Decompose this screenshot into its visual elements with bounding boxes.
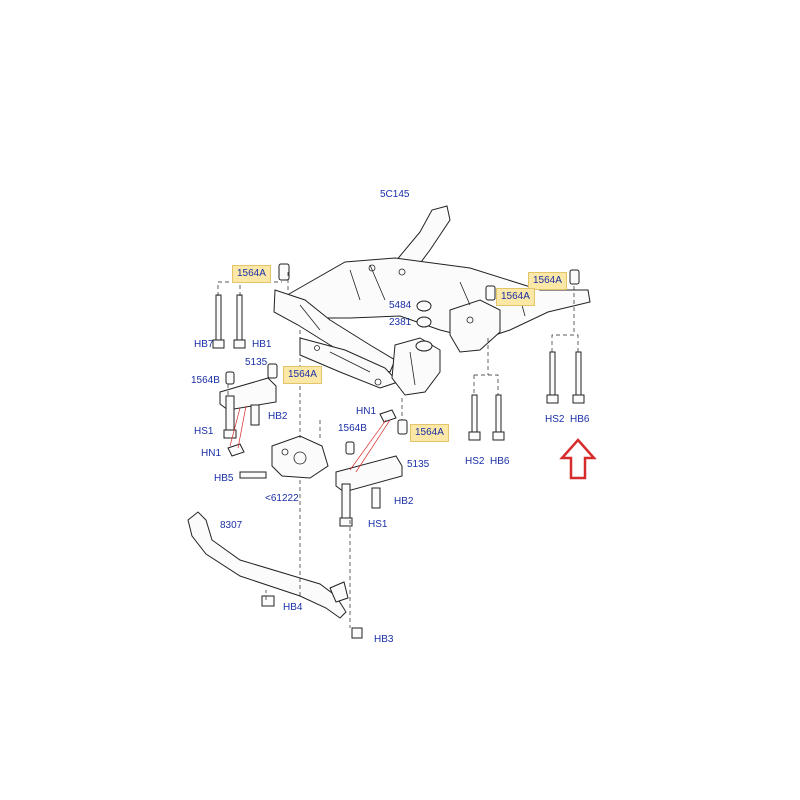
right-mount-bracket <box>335 409 403 527</box>
label-61222: <61222 <box>265 493 299 504</box>
label-1564a: 1564A <box>496 288 535 306</box>
label-hb6: HB6 <box>570 414 590 425</box>
label-hb5: HB5 <box>214 473 234 484</box>
label-1564b: 1564B <box>338 423 367 434</box>
label-hb2: HB2 <box>394 496 414 507</box>
label-hb4: HB4 <box>283 602 303 613</box>
label-hb7: HB7 <box>194 339 214 350</box>
label-hb2: HB2 <box>268 411 288 422</box>
bushing-parts <box>225 263 580 455</box>
label-1564a: 1564A <box>410 424 449 442</box>
label-hs2: HS2 <box>545 414 565 425</box>
label-hs2: HS2 <box>465 456 485 467</box>
label-hb3: HB3 <box>374 634 394 645</box>
label-5484: 5484 <box>389 300 412 311</box>
label-2381: 2381 <box>389 317 412 328</box>
up-arrow-icon <box>559 438 597 480</box>
label-5135: 5135 <box>245 357 268 368</box>
label-8307: 8307 <box>220 520 243 531</box>
label-5c145: 5C145 <box>380 189 410 200</box>
label-hb6: HB6 <box>490 456 510 467</box>
left-mount-bracket <box>219 377 277 479</box>
label-1564a: 1564A <box>528 272 567 290</box>
label-1564a: 1564A <box>283 366 322 384</box>
label-5135: 5135 <box>407 459 430 470</box>
label-1564b: 1564B <box>191 375 220 386</box>
subframe-crossmember <box>273 205 591 396</box>
long-bolts <box>212 294 585 441</box>
tie-bar <box>187 511 363 639</box>
label-hs1: HS1 <box>368 519 388 530</box>
label-1564a: 1564A <box>232 265 271 283</box>
label-hn1: HN1 <box>356 406 377 417</box>
engine-mount <box>271 435 329 479</box>
label-hn1: HN1 <box>201 448 222 459</box>
label-hs1: HS1 <box>194 426 214 437</box>
label-hb1: HB1 <box>252 339 272 350</box>
